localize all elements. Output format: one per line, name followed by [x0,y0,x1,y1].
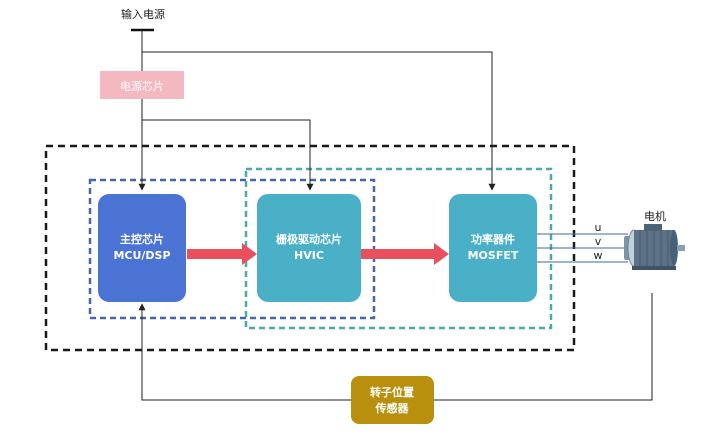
phase-v-label: v [595,235,602,248]
power-input-label: 输入电源 [121,7,165,21]
mcu-label-line1: 主控芯片 [120,232,164,246]
driver-to-mosfet-arrow [361,243,449,265]
input-to-mosfet-line [142,51,496,191]
gate-driver-box [257,194,361,302]
rotor-sensor-label-line2: 传感器 [375,401,410,415]
chip-to-driver-line [142,119,314,191]
rotor-sensor-label-line1: 转子位置 [370,385,414,399]
motor-icon [624,224,685,270]
power-chip-label: 电源芯片 [120,79,164,93]
motor-to-sensor-line [434,293,653,401]
mcu-box [98,194,186,302]
gate-driver-label-line1: 栅极驱动芯片 [276,232,342,246]
power-device-box [449,194,537,302]
rotor-sensor-box [351,376,434,424]
power-device-label-line2: MOSFET [468,249,519,262]
phase-w-label: w [594,249,603,262]
phase-u-label: u [595,221,602,234]
power-chip-box [100,71,184,99]
mcu-to-driver-arrow [187,243,257,265]
gate-driver-label-line2: HVIC [294,249,324,262]
power-device-label-line1: 功率器件 [471,232,515,246]
mcu-label-line2: MCU/DSP [113,249,170,262]
motor-label: 电机 [644,209,666,223]
sensor-to-mcu-line [138,303,351,401]
